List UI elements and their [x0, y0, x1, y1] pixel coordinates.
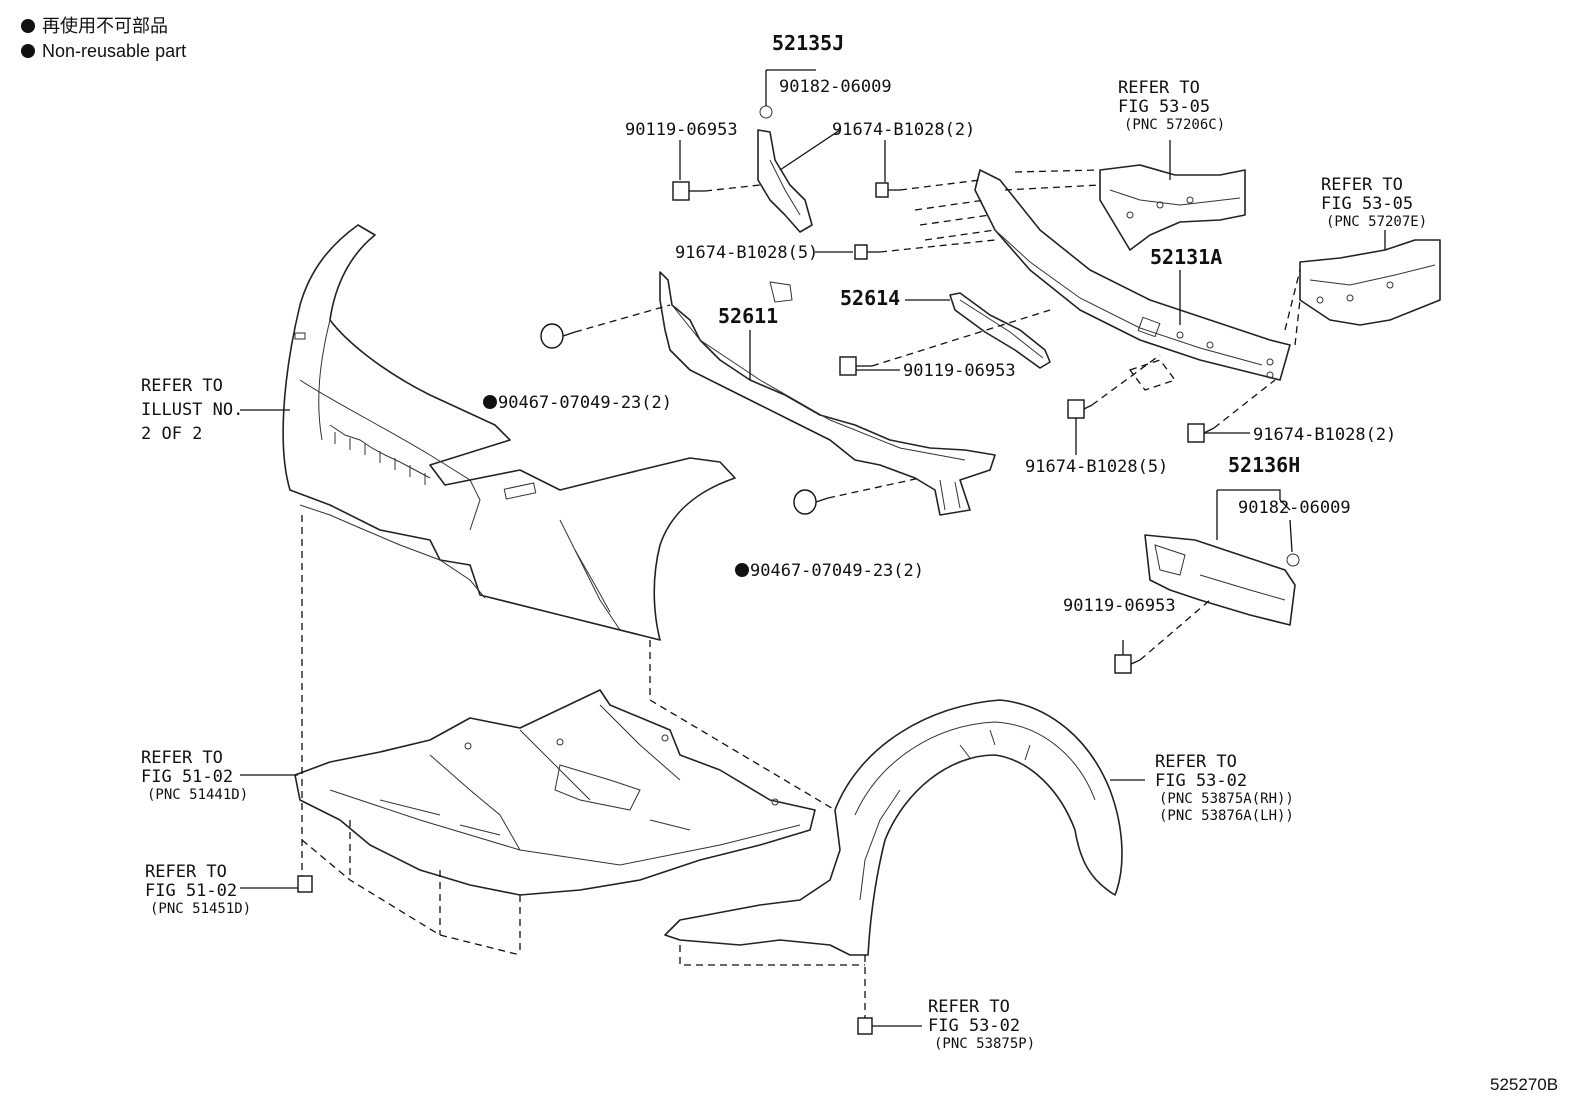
ref-fig-53-05-57207E[interactable]: REFER TO FIG 53-05 (PNC 57207E) — [1321, 175, 1427, 230]
assembly-lines — [301, 169, 1301, 1018]
label-52136H: 52136H — [1228, 453, 1300, 477]
non-reusable-dot-icon — [735, 563, 749, 577]
part-labels: 52135J 90182-06009 90119-06953 91674-B10… — [483, 31, 1396, 616]
svg-text:REFER TO: REFER TO — [1321, 175, 1403, 195]
label-52614: 52614 — [840, 286, 900, 310]
crash-box-57207E[interactable] — [1299, 239, 1441, 326]
svg-text:(PNC 57206C): (PNC 57206C) — [1124, 117, 1225, 133]
label-91674-5-top: 91674-B1028(5) — [675, 243, 818, 263]
ref-fig-51-02-51451D[interactable]: REFER TO FIG 51-02 (PNC 51451D) — [145, 862, 251, 917]
svg-text:FIG 53-05: FIG 53-05 — [1321, 194, 1413, 214]
bolt-icon[interactable] — [297, 875, 313, 893]
bolt-icon[interactable] — [875, 182, 900, 198]
label-91674-5-bot: 91674-B1028(5) — [1025, 457, 1168, 477]
clip-icon[interactable] — [540, 323, 576, 349]
ref-fig-53-02-53875A[interactable]: REFER TO FIG 53-02 (PNC 53875A(RH)) (PNC… — [1155, 752, 1294, 824]
svg-text:(PNC 53875P): (PNC 53875P) — [934, 1036, 1035, 1052]
bracket-52614[interactable] — [949, 292, 1051, 369]
svg-text:REFER TO: REFER TO — [1155, 752, 1237, 772]
bolt-icon[interactable] — [1114, 654, 1141, 674]
bolt-icon[interactable] — [1067, 399, 1093, 419]
legend-jp: 再使用不可部品 — [42, 16, 168, 36]
label-90467-top: 90467-07049-23(2) — [498, 393, 672, 413]
svg-text:ILLUST NO.: ILLUST NO. — [141, 400, 243, 420]
fasteners — [297, 181, 1215, 1035]
absorber-52611[interactable] — [659, 271, 996, 516]
ref-fig-53-05-57206C[interactable]: REFER TO FIG 53-05 (PNC 57206C) — [1118, 78, 1225, 133]
leader-lines — [240, 69, 1386, 1027]
non-reusable-dot-icon — [483, 395, 497, 409]
crash-box-57206C[interactable] — [1099, 164, 1246, 251]
ref-fig-51-02-51441D[interactable]: REFER TO FIG 51-02 (PNC 51441D) — [141, 748, 248, 803]
svg-text:(PNC 57207E): (PNC 57207E) — [1326, 214, 1427, 230]
label-90119-top: 90119-06953 — [625, 120, 738, 140]
non-reusable-dot-icon — [21, 44, 35, 58]
svg-text:REFER TO: REFER TO — [1118, 78, 1200, 98]
non-reusable-dot-icon — [21, 19, 35, 33]
svg-text:(PNC 51451D): (PNC 51451D) — [150, 901, 251, 917]
bolt-icon[interactable] — [672, 181, 705, 201]
svg-text:REFER TO: REFER TO — [141, 376, 223, 396]
retainer-52135J[interactable] — [757, 105, 813, 233]
svg-text:FIG 51-02: FIG 51-02 — [141, 767, 233, 787]
svg-text:FIG 53-02: FIG 53-02 — [1155, 771, 1247, 791]
svg-text:FIG 53-02: FIG 53-02 — [928, 1016, 1020, 1036]
svg-text:FIG 53-05: FIG 53-05 — [1118, 97, 1210, 117]
label-52131A: 52131A — [1150, 245, 1222, 269]
svg-text:2 OF 2: 2 OF 2 — [141, 424, 202, 444]
svg-text:REFER TO: REFER TO — [928, 997, 1010, 1017]
ref-illust-2of2[interactable]: REFER TO ILLUST NO. 2 OF 2 — [141, 376, 243, 444]
svg-text:FIG 51-02: FIG 51-02 — [145, 881, 237, 901]
label-90119-bot: 90119-06953 — [1063, 596, 1176, 616]
clip-icon[interactable] — [793, 489, 829, 515]
svg-text:REFER TO: REFER TO — [141, 748, 223, 768]
diagram-id: 525270B — [1490, 1075, 1558, 1094]
label-90119-mid: 90119-06953 — [903, 361, 1016, 381]
label-90182-bot: 90182-06009 — [1238, 498, 1351, 518]
svg-text:(PNC 53876A(LH)): (PNC 53876A(LH)) — [1159, 808, 1294, 824]
svg-text:(PNC 51441D): (PNC 51441D) — [147, 787, 248, 803]
retainer-52136H[interactable] — [1144, 534, 1300, 626]
ref-fig-53-02-53875P[interactable]: REFER TO FIG 53-02 (PNC 53875P) — [928, 997, 1035, 1052]
label-52135J: 52135J — [772, 31, 844, 55]
label-90182-top: 90182-06009 — [779, 77, 892, 97]
fender-liner[interactable] — [664, 699, 1123, 956]
label-90467-bot: 90467-07049-23(2) — [750, 561, 924, 581]
legend: 再使用不可部品 Non-reusable part — [21, 16, 186, 61]
bolt-icon[interactable] — [839, 356, 872, 376]
reinforcement-52131A[interactable] — [974, 169, 1291, 381]
label-52611: 52611 — [718, 304, 778, 328]
svg-text:(PNC 53875A(RH)): (PNC 53875A(RH)) — [1159, 791, 1294, 807]
bolt-icon[interactable] — [854, 244, 880, 260]
engine-under-cover[interactable] — [294, 689, 816, 896]
bumper-cover[interactable] — [282, 224, 736, 641]
label-91674-2-top: 91674-B1028(2) — [832, 120, 975, 140]
legend-en: Non-reusable part — [42, 41, 186, 61]
bolt-icon[interactable] — [857, 1017, 873, 1035]
svg-text:REFER TO: REFER TO — [145, 862, 227, 882]
reference-labels: REFER TO ILLUST NO. 2 OF 2 REFER TO FIG … — [141, 78, 1427, 1052]
label-91674-2-bot: 91674-B1028(2) — [1253, 425, 1396, 445]
